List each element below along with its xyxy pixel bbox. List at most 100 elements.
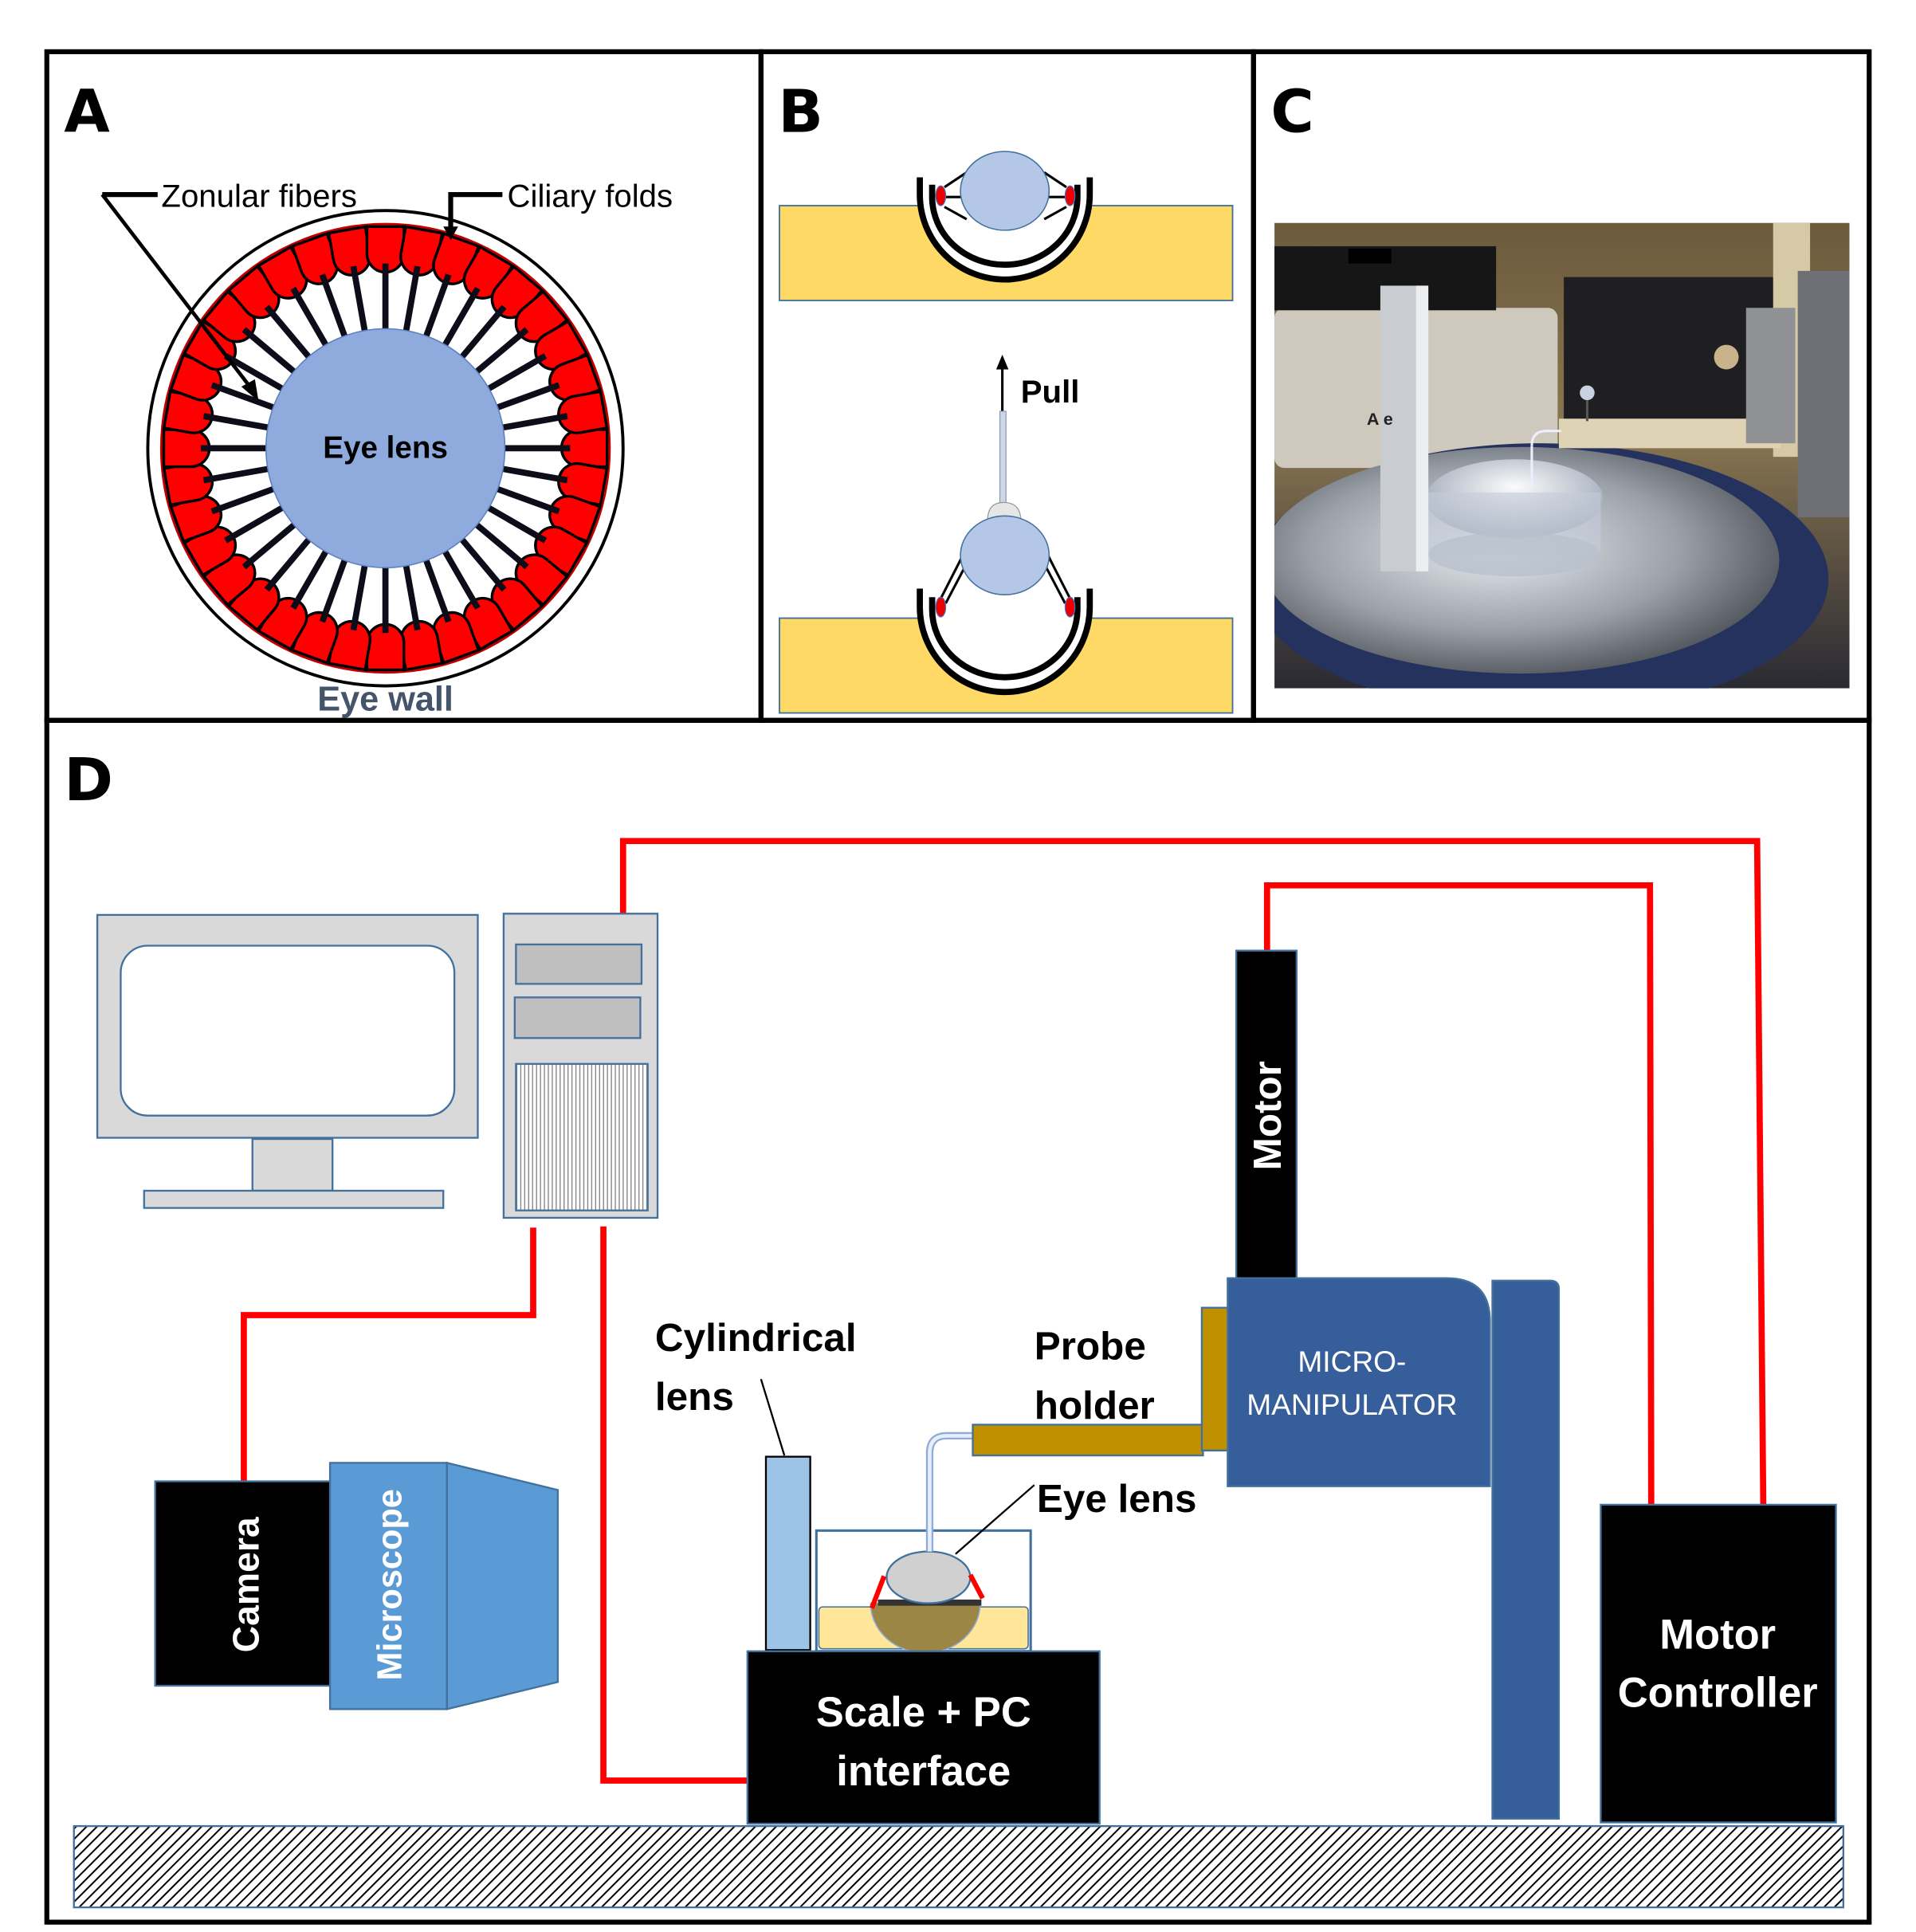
- cylindrical-lens-leader: [760, 1378, 786, 1456]
- eye-lens-a: [265, 328, 506, 568]
- zonular-fiber: [264, 537, 312, 592]
- motor-label: Motor: [1246, 1061, 1290, 1170]
- motor-controller-label-1: Motor: [1659, 1612, 1776, 1659]
- eye-lens-a-label: Eye lens: [323, 431, 448, 465]
- zonular-fiber: [423, 273, 452, 337]
- probe-holder-label-1: Probe: [1035, 1325, 1146, 1368]
- micromanipulator-stand: [1491, 1279, 1561, 1820]
- ciliary-b-top-right: [1064, 185, 1076, 206]
- microscope-label: Microscope: [371, 1489, 410, 1680]
- zonule-d-left: [869, 1575, 887, 1609]
- zonular-fiber: [502, 465, 568, 484]
- motor-controller: [1600, 1503, 1837, 1824]
- camera-label: Camera: [225, 1516, 266, 1652]
- probe-b: [999, 410, 1007, 511]
- cable-motor-to-controller: [1263, 882, 1655, 1505]
- zonular-fiber: [487, 353, 548, 391]
- zonular-fiber: [502, 413, 568, 431]
- ciliary-b-bottom-right: [1064, 596, 1076, 618]
- pull-label: Pull: [1021, 374, 1080, 410]
- zonular-fiber: [474, 522, 529, 570]
- micromanipulator-label-1: MICRO-: [1298, 1345, 1406, 1378]
- monitor-base: [143, 1189, 445, 1209]
- lens-b-top: [960, 151, 1050, 231]
- zonular-fiber: [402, 265, 421, 332]
- zonular-fiber: [350, 565, 368, 631]
- zonule-d-right: [968, 1573, 985, 1600]
- cylindrical-lens-label-1: Cylindrical: [655, 1316, 857, 1360]
- panel-d-frame: [44, 717, 1872, 1925]
- probe-holder-label-2: holder: [1035, 1384, 1155, 1427]
- micromanipulator: [1227, 1277, 1491, 1487]
- eye-wall-label: Eye wall: [317, 680, 453, 718]
- panel-c: C A e: [1270, 77, 1850, 689]
- zonular-fiber: [423, 559, 452, 623]
- cable-pc-to-scale: [600, 1226, 748, 1784]
- probe-holder-arm: [972, 1423, 1204, 1457]
- zonular-fiber: [350, 265, 368, 332]
- zonular-fiber: [210, 382, 275, 410]
- motor: [1235, 949, 1298, 1283]
- zonular-fiber: [223, 505, 284, 544]
- zonular-arrowhead: [241, 379, 259, 402]
- microscope-body: [328, 1462, 449, 1710]
- zonular-fiber: [223, 353, 284, 391]
- tower-vent: [515, 1062, 649, 1211]
- scale-label-1: Scale + PC: [816, 1689, 1031, 1736]
- zonular-fiber: [459, 304, 507, 359]
- zonular-fiber: [474, 327, 529, 374]
- motor-controller-label-2: Controller: [1618, 1669, 1818, 1716]
- ground-hatched: [73, 1824, 1844, 1909]
- probe-holder-plate: [1200, 1306, 1231, 1452]
- cable-pc-to-camera: [241, 1227, 536, 1484]
- cables: [241, 838, 1767, 1784]
- monitor-screen: [120, 944, 456, 1117]
- zonular-fiber: [241, 522, 296, 570]
- zonular-fibers-label: Zonular fibers: [161, 179, 357, 214]
- zonular-fiber: [290, 550, 329, 610]
- scale-pc-interface: [746, 1650, 1101, 1825]
- cable-pc-to-controller: [619, 838, 1767, 1505]
- eye-cup-bottom: [917, 581, 1093, 696]
- zonular-fiber: [402, 565, 421, 631]
- panel-b-label: B: [778, 77, 823, 146]
- micromanipulator-label-2: MANIPULATOR: [1247, 1388, 1457, 1421]
- ciliary-b-bottom-left: [935, 596, 947, 618]
- ciliary-b-top-left: [935, 185, 947, 206]
- zonular-fiber: [290, 286, 329, 347]
- zonular-fiber: [264, 304, 312, 359]
- zonular-fiber: [497, 485, 560, 515]
- cylindrical-lens-label-2: lens: [655, 1375, 734, 1419]
- svg-text:A e: A e: [1367, 409, 1393, 429]
- panel-a: A Eye lens Zonular fibers Ciliary folds …: [64, 77, 673, 718]
- panel-c-label: C: [1270, 77, 1313, 146]
- zonular-fiber: [241, 327, 296, 374]
- zonular-fiber: [487, 505, 548, 544]
- zonular-fiber: [202, 465, 269, 484]
- zonular-fiber: [319, 559, 347, 623]
- zonular-fiber: [442, 550, 481, 610]
- ciliary-folds: [162, 225, 609, 672]
- computer-tower: [502, 913, 659, 1219]
- zonular-fiber: [319, 273, 347, 337]
- panel-d: D Camera Microscope Cylin: [64, 746, 1844, 1909]
- eye-lens-d-leader: [955, 1484, 1035, 1555]
- panel-d-label: D: [64, 746, 113, 815]
- ciliary-folds-label: Ciliary folds: [508, 179, 673, 214]
- zonular-fibers: [200, 263, 571, 634]
- lens-b-bottom: [960, 515, 1050, 595]
- zonular-fiber: [459, 537, 507, 592]
- zonular-fiber: [210, 485, 275, 515]
- cylindrical-lens: [764, 1455, 811, 1651]
- zonular-fiber: [442, 286, 481, 347]
- ciliary-folds-leader: [448, 192, 503, 232]
- panel-a-label: A: [64, 77, 110, 146]
- eye-lens-d-label: Eye lens: [1037, 1477, 1197, 1521]
- camera: [154, 1480, 335, 1687]
- setup-photo: A e: [1274, 222, 1850, 689]
- drive-bay-1: [515, 943, 643, 985]
- computer-monitor: [96, 913, 479, 1209]
- panel-b: B Pull: [778, 77, 1234, 714]
- zonular-fiber: [202, 413, 269, 431]
